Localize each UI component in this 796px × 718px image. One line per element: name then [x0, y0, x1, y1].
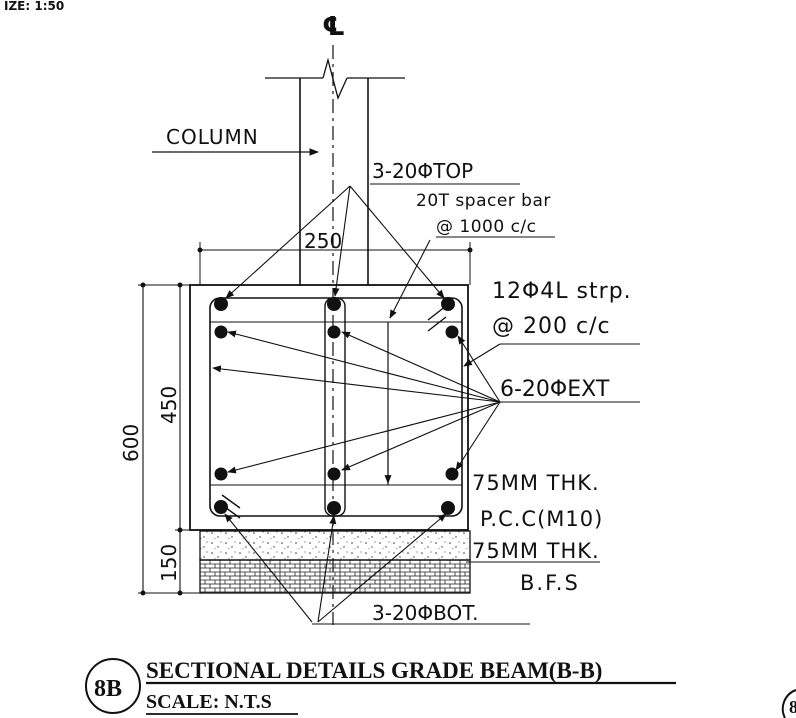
bot-bars-label: 3-20ΦBOT.	[372, 601, 478, 625]
top-bar	[214, 297, 228, 311]
top-bar	[327, 297, 341, 311]
extra-bar	[445, 467, 459, 481]
bottom-bar	[327, 501, 341, 515]
spacer-label-2: @ 1000 c/c	[436, 217, 537, 237]
next-ref-text: 8	[789, 697, 796, 717]
extra-bar	[327, 467, 341, 481]
section-title: SECTIONAL DETAILS GRADE BEAM(B-B)	[146, 658, 602, 683]
dim-450-text: 450	[157, 386, 181, 424]
dim-150-text: 150	[157, 544, 181, 582]
top-bars-label: 3-20ΦTOP	[372, 159, 473, 183]
stirrup-label-1: 12Φ4L strp.	[492, 279, 632, 304]
beam-outline	[189, 284, 469, 531]
header-fragment: IZE: 1:50	[4, 0, 64, 13]
bfs-label-2: B.F.S	[520, 571, 580, 595]
bfs-brick-layer	[199, 559, 471, 594]
ext-bars-leaders	[212, 330, 640, 474]
stirrup-label-2: @ 200 c/c	[492, 314, 611, 339]
bot-bars-leaders	[224, 513, 530, 625]
rebars	[214, 297, 459, 515]
extra-bar	[327, 325, 341, 339]
title-block	[85, 658, 796, 718]
bottom-bar	[214, 500, 228, 514]
extra-bar	[445, 325, 459, 339]
bfs-label-1: 75MM THK.	[472, 539, 600, 563]
ext-bars-label: 6-20ΦEXT	[500, 377, 610, 402]
bottom-bar	[441, 501, 455, 515]
pcc-label-2: P.C.C(M10)	[480, 507, 603, 531]
next-ref-circle	[781, 689, 796, 718]
column-label: COLUMN	[166, 125, 259, 149]
detail-ref-text: 8B	[94, 676, 122, 702]
width-dim-text: 250	[304, 229, 342, 253]
dim-600-text: 600	[119, 424, 143, 462]
top-bar	[441, 297, 455, 311]
extra-bar	[214, 325, 228, 339]
pcc-label-1: 75MM THK.	[472, 471, 600, 495]
top-bars-leaders	[225, 183, 520, 299]
bar-lines	[210, 321, 462, 486]
scale-text: SCALE: N.T.S	[146, 691, 272, 713]
spacer-leader	[389, 239, 431, 319]
extra-bar	[214, 467, 228, 481]
centerline-symbol: ℄	[322, 12, 345, 42]
stirrup-leader	[463, 343, 501, 367]
spacer-label-1: 20T spacer bar	[416, 191, 551, 211]
vertical-dimensions	[138, 282, 200, 596]
pcc-layer	[199, 530, 471, 561]
detail-ref-circle	[85, 658, 141, 714]
